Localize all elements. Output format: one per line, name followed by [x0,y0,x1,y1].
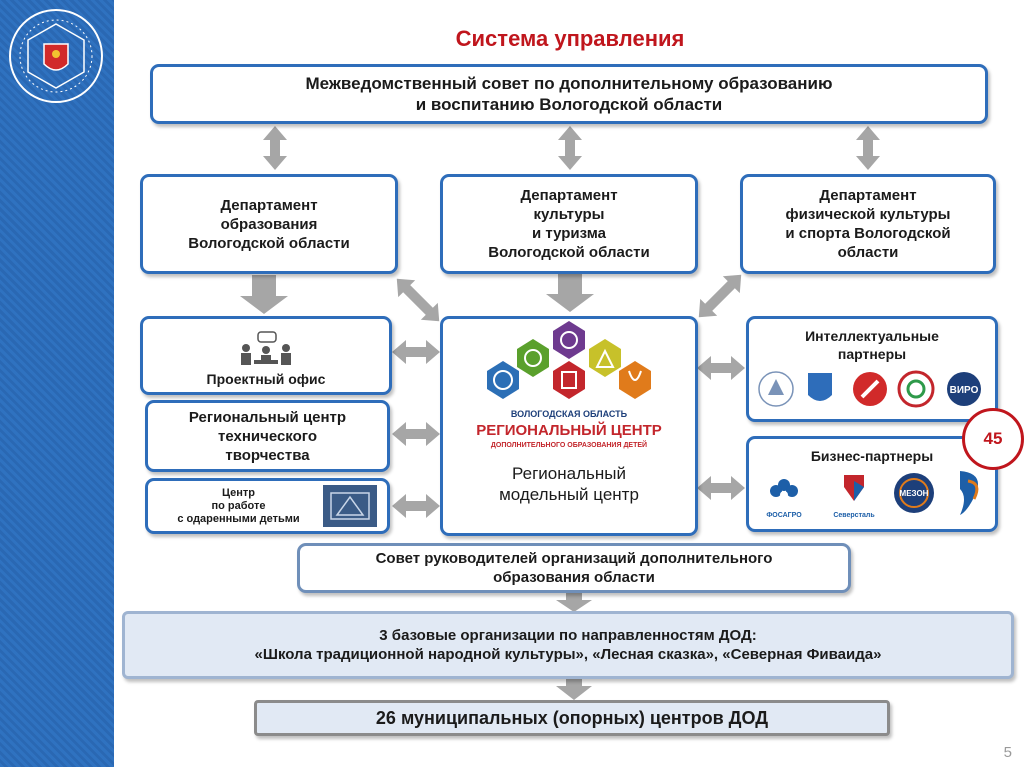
interdepartmental-council: Межведомственный совет по дополнительном… [150,64,988,124]
tech-center: Региональный центр технического творчест… [145,400,390,472]
council-line2: и воспитанию Вологодской области [415,95,723,114]
base-organizations: 3 базовые организации по направленностям… [122,611,1014,679]
business-partners: Бизнес-партнеры ФОСАГРО Северсталь МЕЗОН [746,436,998,532]
arrow-council-culture [558,126,582,170]
count-badge: 45 [962,408,1024,470]
intellectual-partner-logos: ВИРО [758,370,981,408]
gifted-center-label: Центр по работе с одаренными детьми [177,486,300,525]
arrow-gifted-model [392,494,440,518]
base-organizations-line2: «Школа традиционной народной культуры», … [254,646,882,663]
regional-center-logo: ВОЛОГОДСКАЯ ОБЛАСТЬ РЕГИОНАЛЬНЫЙ ЦЕНТР Д… [476,321,662,449]
sidebar-band [0,0,114,767]
model-center-label: Региональный модельный центр [499,464,639,504]
hex-book [553,361,585,399]
partner-logo-rostelecom [960,471,979,515]
meeting-icon [241,331,291,365]
arrow-model-intellectual [697,356,745,380]
intellectual-partners: Интеллектуальные партнеры ВИРО [746,316,998,422]
svg-text:ФОСАГРО: ФОСАГРО [766,512,802,519]
dept-sport: Департамент физической культуры и спорта… [740,174,996,274]
dept-culture: Департамент культуры и туризма Вологодск… [440,174,698,274]
arrow-sport-model [698,274,742,318]
hex-tech [553,321,585,359]
partner-logo-phosagro: ФОСАГРО [766,479,802,519]
arrow-tech-model [392,422,440,446]
partner-logo-2 [808,373,832,401]
arrow-council-sport [856,126,880,170]
arrow-education-model [396,278,440,322]
hex-tourism [589,339,621,377]
arrow-council-education [263,126,287,170]
council-line1: Межведомственный совет по дополнительном… [305,74,833,93]
hex-science [517,339,549,377]
svg-text:ВИРО: ВИРО [950,385,979,396]
gifted-center: Центр по работе с одаренными детьми [145,478,390,534]
logo-title: РЕГИОНАЛЬНЫЙ ЦЕНТР [476,421,662,439]
arrow-base-municipal [556,676,592,700]
arrow-office-model [392,340,440,364]
intellectual-partners-label: Интеллектуальные партнеры [805,328,939,362]
business-partner-logos: ФОСАГРО Северсталь МЕЗОН [766,471,979,519]
svg-text:МЕЗОН: МЕЗОН [900,489,929,498]
arrow-council-base [556,592,592,612]
partner-logo-severstal: Северсталь [833,475,875,519]
arrow-education-office [240,275,288,314]
logo-subtitle: ДОПОЛНИТЕЛЬНОГО ОБРАЗОВАНИЯ ДЕТЕЙ [491,440,647,449]
page-title: Система управления [455,26,685,51]
project-office-label: Проектный офис [206,371,326,387]
page-number: 5 [1003,744,1012,761]
arrow-model-business [697,476,745,500]
gifted-center-logo [323,485,377,527]
project-office: Проектный офис [140,316,392,395]
hex-volleyball [487,361,519,399]
managers-council: Совет руководителей организаций дополнит… [297,543,851,593]
partner-logo-mezon: МЕЗОН [894,473,934,513]
partner-logo-4 [897,370,935,408]
arrow-culture-model [546,274,594,312]
regional-model-center: ВОЛОГОДСКАЯ ОБЛАСТЬ РЕГИОНАЛЬНЫЙ ЦЕНТР Д… [440,316,698,536]
dept-education: Департамент образования Вологодской обла… [140,174,398,274]
business-partners-label: Бизнес-партнеры [810,448,934,464]
logo-region: ВОЛОГОДСКАЯ ОБЛАСТЬ [511,409,628,419]
emblem-icon [9,9,103,103]
svg-text:Северсталь: Северсталь [833,512,875,519]
base-organizations-line1: 3 базовые организации по направленностям… [379,627,757,644]
partner-logo-viro [947,372,981,406]
partner-logo-1 [758,371,794,407]
municipal-centers: 26 муниципальных (опорных) центров ДОД [254,700,890,736]
